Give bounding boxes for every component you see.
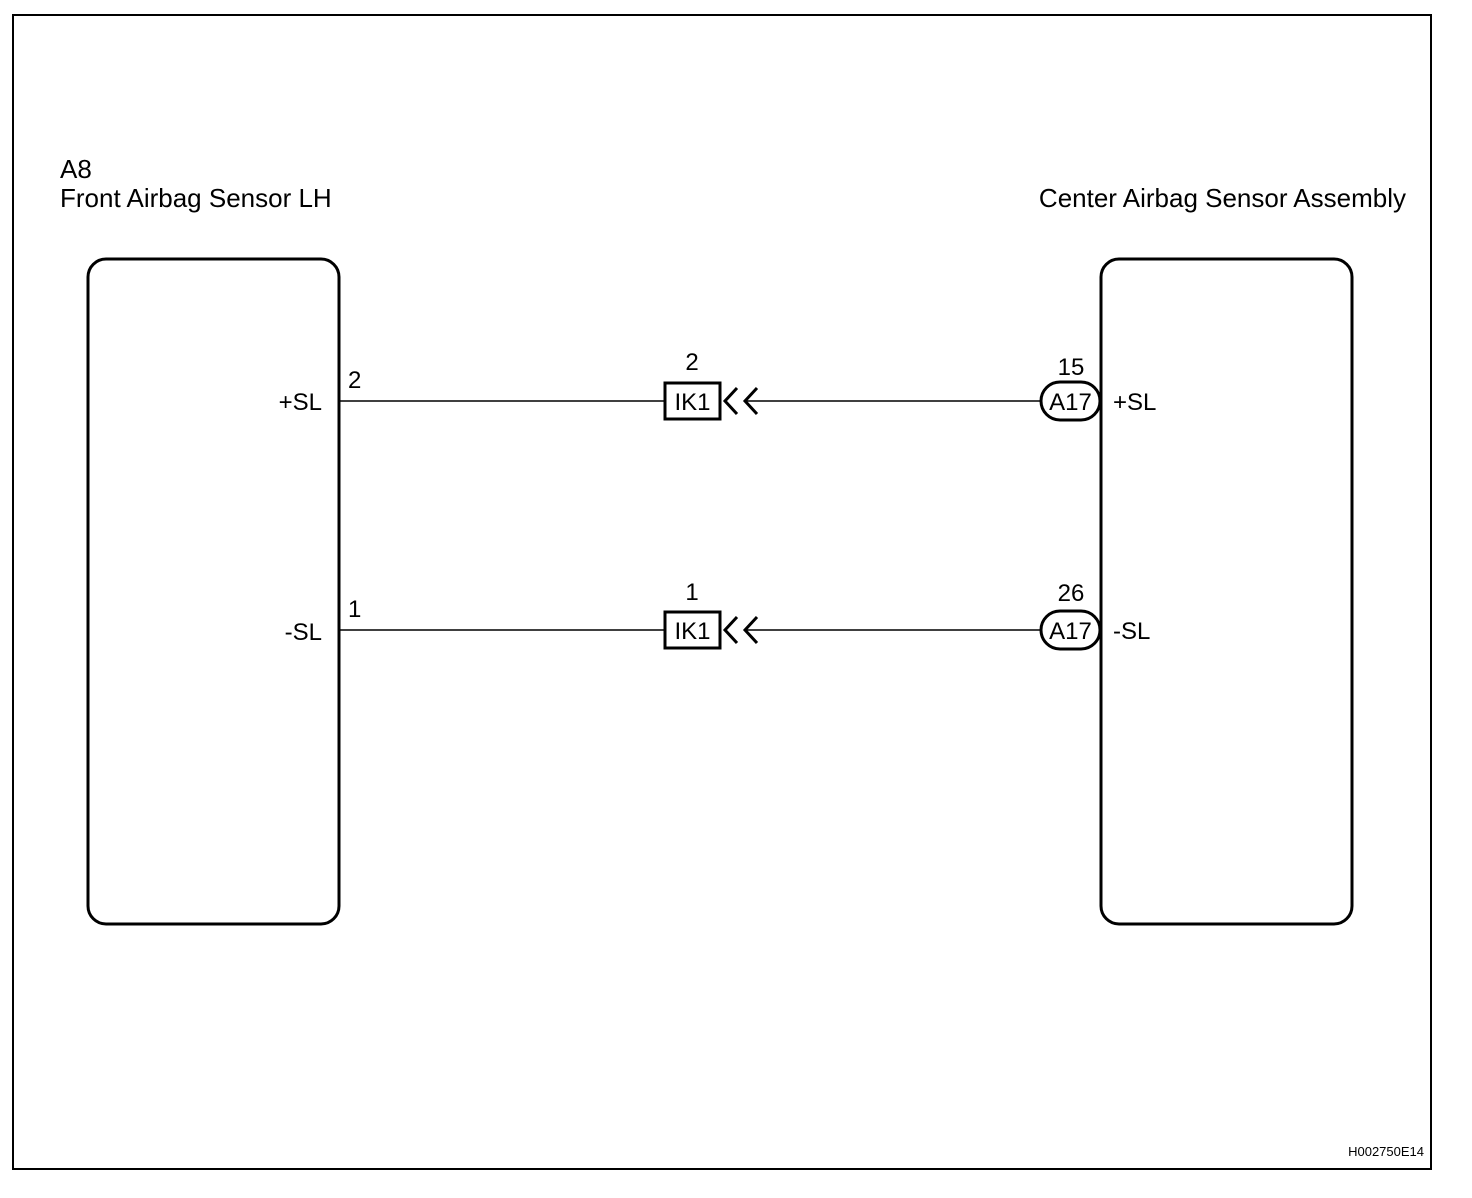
right-connector-label: A17 [1049,389,1092,416]
right-component-box [1099,257,1354,926]
right-pin-signal: -SL [1113,618,1150,645]
junction-connector-box [663,610,722,650]
figure-code: H002750E14 [1348,1144,1424,1159]
right-pin-signal: +SL [1113,389,1156,416]
diagram-frame [12,14,1432,1170]
junction-connector-label: IK1 [674,618,710,645]
junction-pin-number: 2 [685,349,698,376]
left-component-code: A8 [60,154,92,184]
wire-minus-sl: -SL 1 1 IK1 26 A17 -SL [285,579,1150,651]
right-connector-badge [1039,380,1102,422]
inline-connector-chevron [722,386,739,416]
right-pin-number: 15 [1058,354,1085,381]
left-pin-number: 1 [348,596,361,623]
right-connector-badge [1039,609,1102,651]
wire-plus-sl: +SL 2 2 IK1 15 A17 +SL [279,349,1156,422]
inline-connector-chevron [722,615,739,645]
left-component-box [86,257,341,926]
left-pin-signal: +SL [279,389,322,416]
junction-connector-box [663,381,722,421]
junction-connector-label: IK1 [674,389,710,416]
left-pin-signal: -SL [285,619,322,646]
junction-pin-number: 1 [685,579,698,606]
left-component-name: Front Airbag Sensor LH [60,183,332,213]
right-component-name: Center Airbag Sensor Assembly [1039,183,1406,213]
right-connector-label: A17 [1049,618,1092,645]
right-pin-number: 26 [1058,580,1085,607]
left-pin-number: 2 [348,367,361,394]
